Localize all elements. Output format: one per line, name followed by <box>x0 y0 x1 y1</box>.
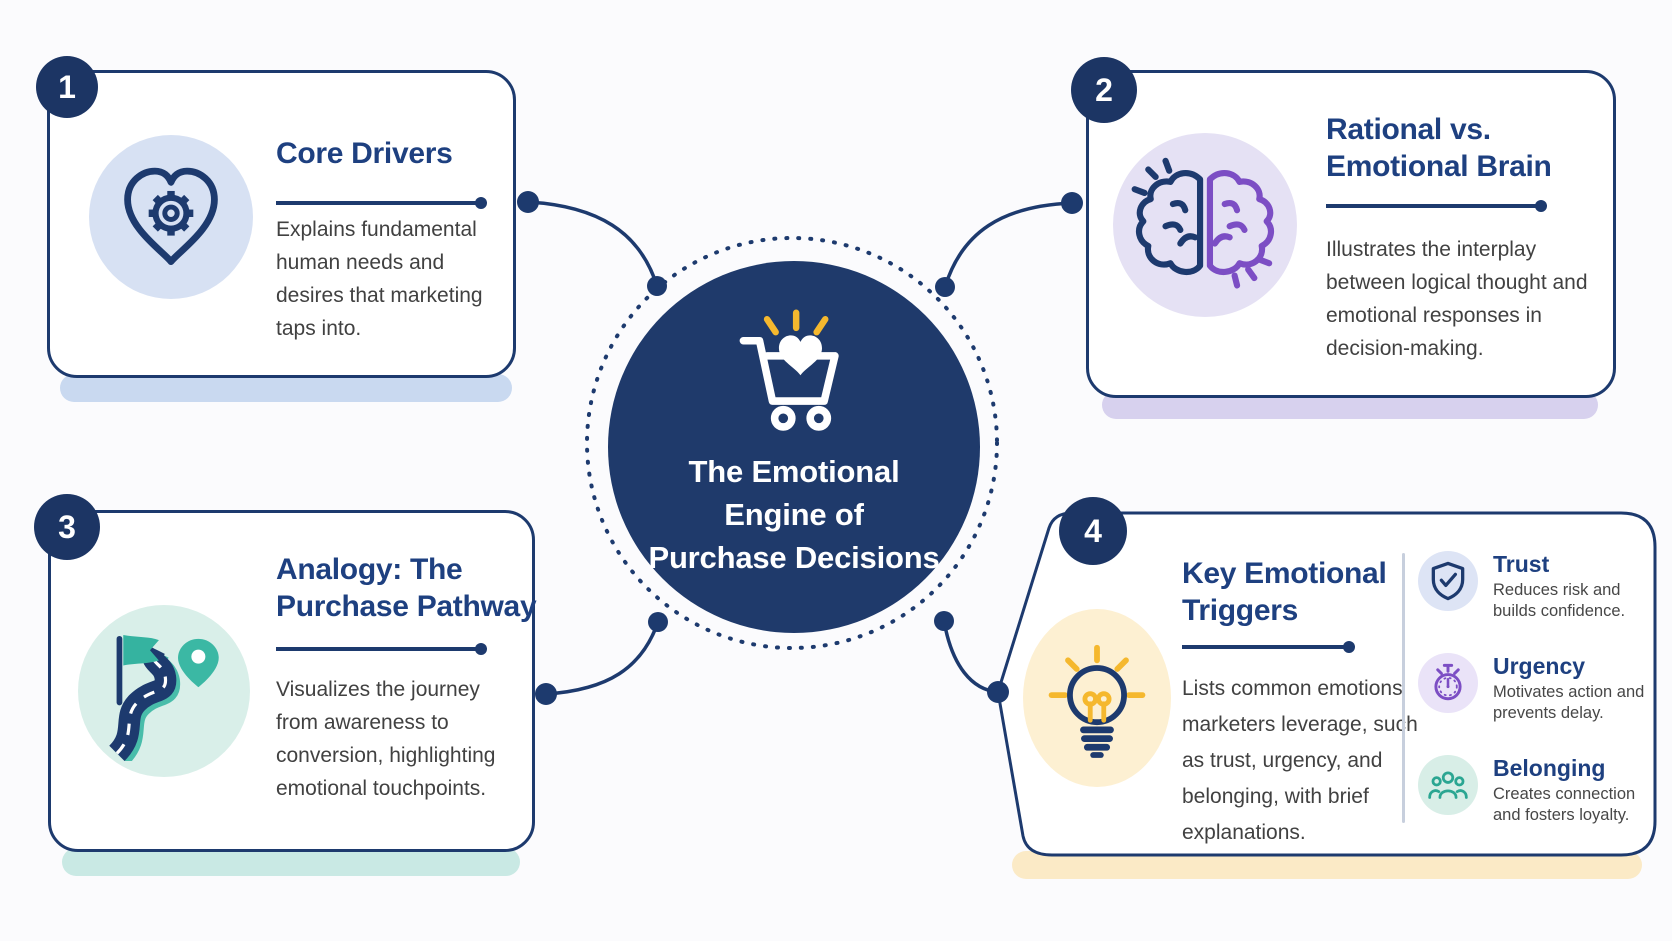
trigger-row-trust: Trust Reduces risk and builds confidence… <box>1418 551 1668 622</box>
card1-edge-dot <box>517 191 539 213</box>
card4-underline <box>1182 640 1355 653</box>
urgency-icon-circle <box>1418 653 1478 713</box>
card4-icon-circle <box>1023 609 1171 787</box>
card-core-drivers: Core Drivers Explains fundamental human … <box>47 70 516 378</box>
center-title-line2: Engine of <box>724 497 864 532</box>
trigger-row-belonging: Belonging Creates connection and fosters… <box>1418 755 1668 826</box>
card1-underline <box>276 196 487 209</box>
center-title-line1: The Emotional <box>688 454 900 489</box>
card1-title: Core Drivers <box>276 137 453 170</box>
card4-title: Key Emotional Triggers <box>1182 557 1387 627</box>
stopwatch-icon <box>1434 663 1462 701</box>
trigger-row-urgency: Urgency Motivates action and prevents de… <box>1418 653 1668 724</box>
connector-card2 <box>943 201 1073 288</box>
card2-underline-dot <box>1535 199 1547 212</box>
shield-check-icon <box>1431 561 1465 601</box>
card3-shadow <box>62 848 520 876</box>
card3-body: Visualizes the journey from awareness to… <box>276 678 496 800</box>
ring-dot-top-right <box>935 277 955 297</box>
card3-icon-circle <box>78 605 250 777</box>
card2-body: Illustrates the interplay between logica… <box>1326 238 1588 360</box>
heart-gear-icon <box>124 167 218 266</box>
ring-dot-bottom-right <box>934 611 954 631</box>
card3-edge-dot <box>535 683 557 705</box>
trust-label: Trust <box>1493 551 1550 577</box>
gear-glyph <box>148 190 194 236</box>
center-circle <box>608 261 980 633</box>
card1-icon-circle <box>89 135 253 299</box>
card2-title: Rational vs. Emotional Brain <box>1326 113 1552 183</box>
card-key-emotional-triggers: Key Emotional Triggers Lists common emot… <box>1010 513 1655 855</box>
card2-number-badge: 2 <box>1071 57 1137 123</box>
card4-number-badge: 4 <box>1059 497 1127 565</box>
dotted-ring <box>585 236 999 650</box>
card3-number-badge: 3 <box>34 494 100 560</box>
connector-card3 <box>545 621 660 696</box>
card2-underline <box>1326 199 1547 212</box>
lightbulb-icon <box>1048 644 1146 758</box>
connector-card1 <box>527 200 659 287</box>
center-title-line3: Purchase Decisions <box>648 540 940 575</box>
split-brain-icon <box>1131 157 1275 289</box>
card-purchase-pathway: Analogy: The Purchase Pathway Visualizes… <box>48 510 537 852</box>
belonging-label: Belonging <box>1493 755 1606 781</box>
card4-edge-dot <box>987 681 1009 703</box>
ring-dot-bottom-left <box>648 612 668 632</box>
people-group-icon <box>1428 771 1468 799</box>
card1-underline-dot <box>475 196 487 209</box>
shopping-cart-heart-icon <box>739 309 839 431</box>
card3-underline-dot <box>475 642 487 655</box>
connector-dots <box>517 191 1083 705</box>
urgency-label: Urgency <box>1493 653 1586 679</box>
card1-shadow <box>60 374 512 402</box>
card4-underline-dot <box>1343 640 1355 653</box>
center-hub: The Emotional Engine of Purchase Decisio… <box>609 262 979 632</box>
card2-icon-circle <box>1113 133 1297 317</box>
trust-icon-circle <box>1418 551 1478 611</box>
winding-road-icon <box>108 635 219 761</box>
trust-desc: Reduces risk and builds confidence. <box>1493 581 1626 620</box>
belonging-icon-circle <box>1418 755 1478 815</box>
belonging-desc: Creates connection and fosters loyalty. <box>1493 785 1636 824</box>
urgency-desc: Motivates action and prevents delay. <box>1493 683 1645 722</box>
card3-title: Analogy: The Purchase Pathway <box>276 553 537 623</box>
card2-edge-dot <box>1061 192 1083 214</box>
card4-divider <box>1402 553 1405 823</box>
card-rational-emotional-brain: Rational vs. Emotional Brain Illustrates… <box>1086 70 1616 398</box>
card4-body: Lists common emotions marketers leverage… <box>1182 677 1418 844</box>
card3-underline <box>276 642 487 655</box>
card1-body: Explains fundamental human needs and des… <box>276 218 483 340</box>
ring-dot-top-left <box>647 276 667 296</box>
card1-number-badge: 1 <box>36 56 98 118</box>
